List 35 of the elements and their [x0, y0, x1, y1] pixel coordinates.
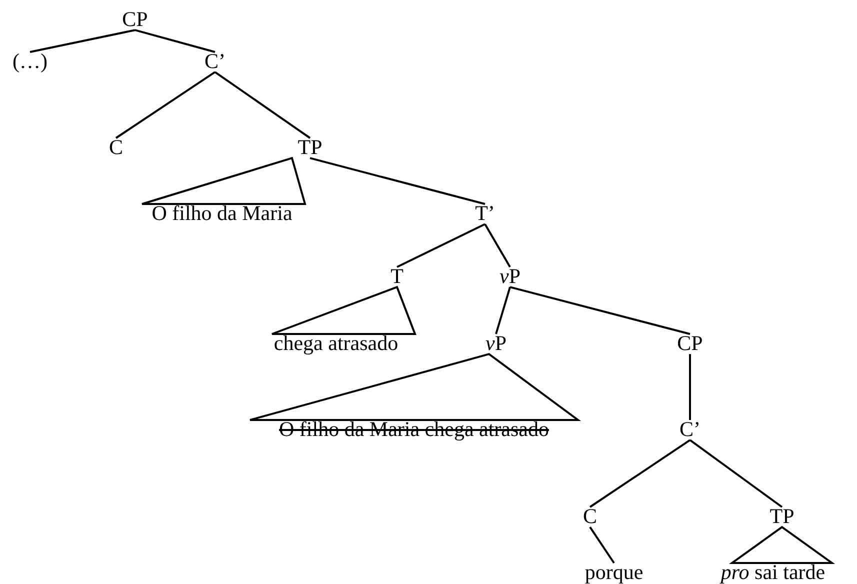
tree-branch — [589, 439, 691, 508]
triangle-branch — [141, 156, 306, 205]
phrase-label: C’ — [680, 418, 700, 442]
phrase-label: CP — [122, 8, 148, 32]
phrase-label: vP — [500, 265, 520, 288]
tree-branch — [310, 157, 486, 205]
tree-branch — [396, 223, 486, 268]
phrase-label: TP — [770, 505, 794, 528]
tree-branch — [484, 224, 511, 268]
head-label: C — [109, 136, 123, 160]
phrase-label: vP — [486, 332, 506, 356]
terminal-text: pro sai tarde — [720, 561, 826, 584]
tree-branch — [134, 29, 216, 53]
phrase-label: CP — [677, 332, 703, 356]
head-label: C — [583, 505, 597, 528]
phrase-label: C’ — [204, 50, 226, 74]
tree-branch — [115, 71, 216, 139]
tree-branch — [689, 354, 691, 420]
tree-branch — [214, 71, 311, 139]
ellipsis-label: (…) — [12, 50, 48, 74]
tree-branch — [495, 286, 511, 334]
terminal-text: O filho da Maria — [152, 202, 292, 226]
triangle-branch — [271, 286, 416, 335]
tree-branch — [510, 286, 690, 335]
head-label: T — [390, 265, 404, 288]
deleted-copy-text: O filho da Maria chega atrasado — [279, 418, 549, 442]
phrase-label: T’ — [475, 202, 495, 226]
tree-branch — [689, 439, 783, 508]
terminal-text: porque — [584, 561, 644, 584]
tree-branch — [589, 526, 615, 564]
phrase-label: TP — [298, 136, 322, 160]
terminal-text: chega atrasado — [274, 332, 398, 356]
triangle-branch — [728, 526, 836, 564]
tree-branch — [30, 29, 136, 53]
triangle-branch — [249, 353, 582, 421]
